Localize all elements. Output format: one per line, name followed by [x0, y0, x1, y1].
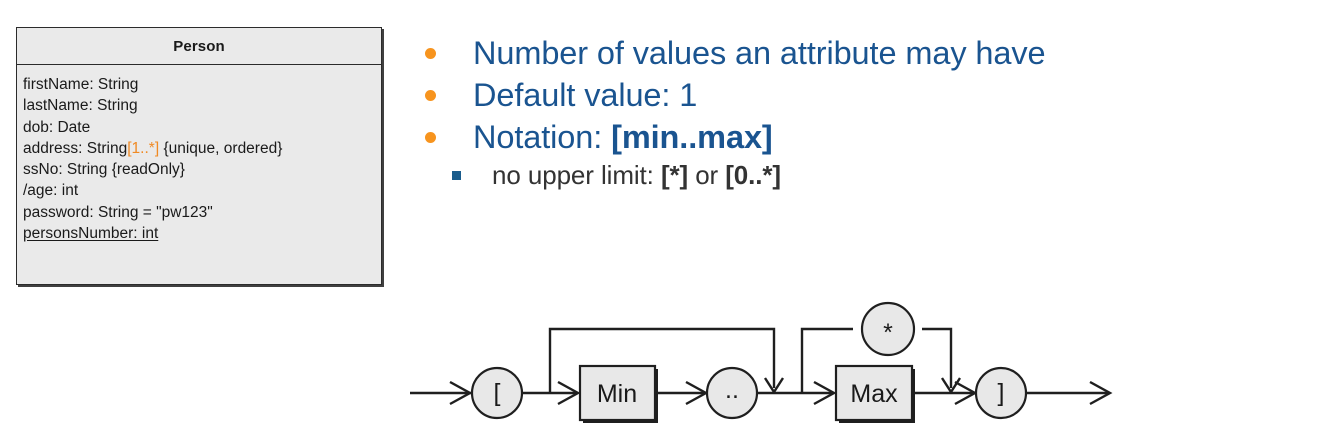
- uml-class-box: Person firstName: String lastName: Strin…: [16, 27, 382, 285]
- edge-max-in-to-star: [800, 327, 853, 393]
- arrowhead-into-min-icon: [557, 380, 581, 406]
- node-close-bracket: ]: [974, 366, 1028, 420]
- list-item-label: Default value: 1: [473, 77, 698, 113]
- uml-attribute: /age: int: [23, 182, 79, 200]
- list-item: Default value: 1: [404, 76, 1324, 114]
- uml-attribute: ssNo: String {readOnly}: [23, 161, 185, 179]
- list-item-label: Number of values an attribute may have: [473, 35, 1046, 71]
- bypass-arrowhead-icon: [763, 377, 785, 395]
- uml-attribute: firstName: String: [23, 76, 139, 93]
- list-item-label: Notation: [min..max]: [473, 119, 773, 155]
- list-item: Notation: [min..max]: [404, 118, 1324, 156]
- uml-attribute: password: String = "pw123": [23, 203, 213, 221]
- node-min: Min: [578, 364, 658, 423]
- node-max: Max: [834, 364, 915, 423]
- edge-star-to-max-out: [922, 327, 953, 388]
- arrowhead-end-icon: [1089, 380, 1113, 406]
- node-dotdot: ..: [705, 366, 759, 420]
- star-notation: [*]: [660, 160, 689, 190]
- railroad-diagram: [ Min .. * Max: [410, 296, 1120, 436]
- blue-square-bullet-icon: [444, 160, 472, 190]
- node-close-bracket-label: ]: [998, 379, 1005, 407]
- uml-attribute-address: address: String[1..*] {unique, ordered}: [23, 139, 283, 157]
- arrowhead-into-max-icon: [813, 380, 837, 406]
- uml-attribute: dob: Date: [23, 118, 91, 136]
- node-open-bracket: [: [470, 366, 524, 420]
- edge-bypass-min-dotdot: [548, 327, 776, 393]
- uml-attribute-list: firstName: String lastName: String dob: …: [17, 65, 381, 244]
- uml-attribute: lastName: String: [23, 97, 138, 115]
- node-open-bracket-label: [: [494, 379, 501, 407]
- zero-star-notation: [0..*]: [725, 160, 781, 190]
- node-star-label: *: [883, 319, 893, 347]
- bullet-list: Number of values an attribute may have D…: [404, 34, 1324, 194]
- node-max-label: Max: [850, 380, 898, 408]
- orange-dot-bullet-icon: [404, 76, 447, 114]
- multiplicity-annotation: [1..*]: [127, 139, 160, 157]
- node-star: *: [860, 301, 916, 357]
- notation-syntax: [min..max]: [611, 119, 773, 155]
- list-item: Number of values an attribute may have: [404, 34, 1324, 72]
- uml-attribute-static: personsNumber: int: [23, 225, 159, 243]
- orange-dot-bullet-icon: [404, 118, 447, 156]
- uml-class-name: Person: [17, 28, 381, 65]
- sub-list-item: no upper limit: [*] or [0..*]: [404, 160, 1324, 190]
- arrowhead-into-open-bracket-icon: [449, 380, 473, 406]
- orange-dot-bullet-icon: [404, 34, 447, 72]
- node-dotdot-label: ..: [725, 376, 739, 404]
- sub-list-item-label: no upper limit: [*] or [0..*]: [492, 160, 781, 190]
- node-min-label: Min: [597, 380, 637, 408]
